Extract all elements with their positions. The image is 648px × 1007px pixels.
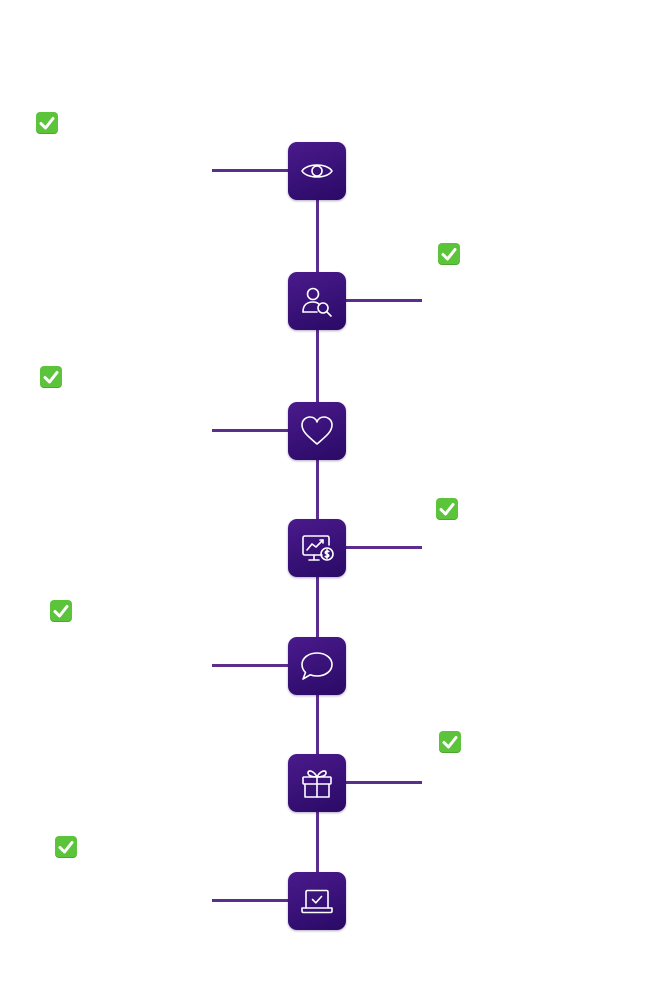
check-icon-step-6 (439, 731, 461, 753)
connector-step-2 (342, 299, 422, 302)
node-step-6 (288, 754, 346, 812)
chat-bubble-icon (301, 652, 333, 680)
monitor-chart-dollar-icon (302, 535, 334, 561)
node-step-7 (288, 872, 346, 930)
node-step-4 (288, 519, 346, 577)
laptop-check-icon (301, 889, 333, 914)
check-icon-step-3 (40, 366, 62, 388)
connector-step-1 (212, 169, 292, 172)
check-icon-step-1 (36, 112, 58, 134)
connector-step-3 (212, 429, 292, 432)
check-icon-step-5 (50, 600, 72, 622)
node-step-3 (288, 402, 346, 460)
node-step-2 (288, 272, 346, 330)
user-search-icon (302, 287, 332, 317)
node-step-1 (288, 142, 346, 200)
check-icon-step-7 (55, 836, 77, 858)
check-icon-step-4 (436, 498, 458, 520)
heart-icon (301, 416, 333, 445)
node-step-5 (288, 637, 346, 695)
check-icon-step-2 (438, 243, 460, 265)
gift-icon (302, 770, 332, 798)
connector-step-6 (342, 781, 422, 784)
connector-step-7 (212, 899, 292, 902)
eye-icon (301, 164, 333, 178)
connector-step-5 (212, 664, 292, 667)
connector-step-4 (342, 546, 422, 549)
